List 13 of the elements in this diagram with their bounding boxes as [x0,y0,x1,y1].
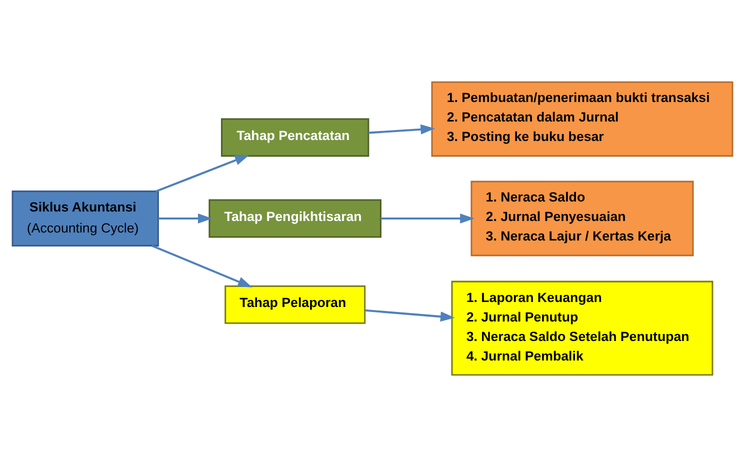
arrow [158,213,212,224]
arrow [368,124,436,134]
node-box: Tahap Pencatatan [220,118,370,157]
node-box: Tahap Pengikhtisaran [208,199,382,238]
node-box: 1. Neraca Saldo 2. Jurnal Penyesuaian 3. Neraca Lajur / Kertas Kerja [470,180,694,256]
node-box: 1. Laporan Keuangan 2. Jurnal Penutup 3. Neraca Saldo Setelah Penutupan 4. Jurnal Pembalik [451,280,714,376]
node-box: Siklus Akuntansi (Accounting Cycle) [12,190,159,246]
node-box: Tahap Pelaporan [224,285,366,324]
arrow [156,154,250,192]
node-box: 1. Pembuatan/penerimaan bukti transaksi 2. Pencatatan dalam Jurnal 3. Posting ke buku besar [431,81,734,157]
arrow [152,244,252,288]
arrow [380,213,474,224]
arrow [365,309,455,322]
